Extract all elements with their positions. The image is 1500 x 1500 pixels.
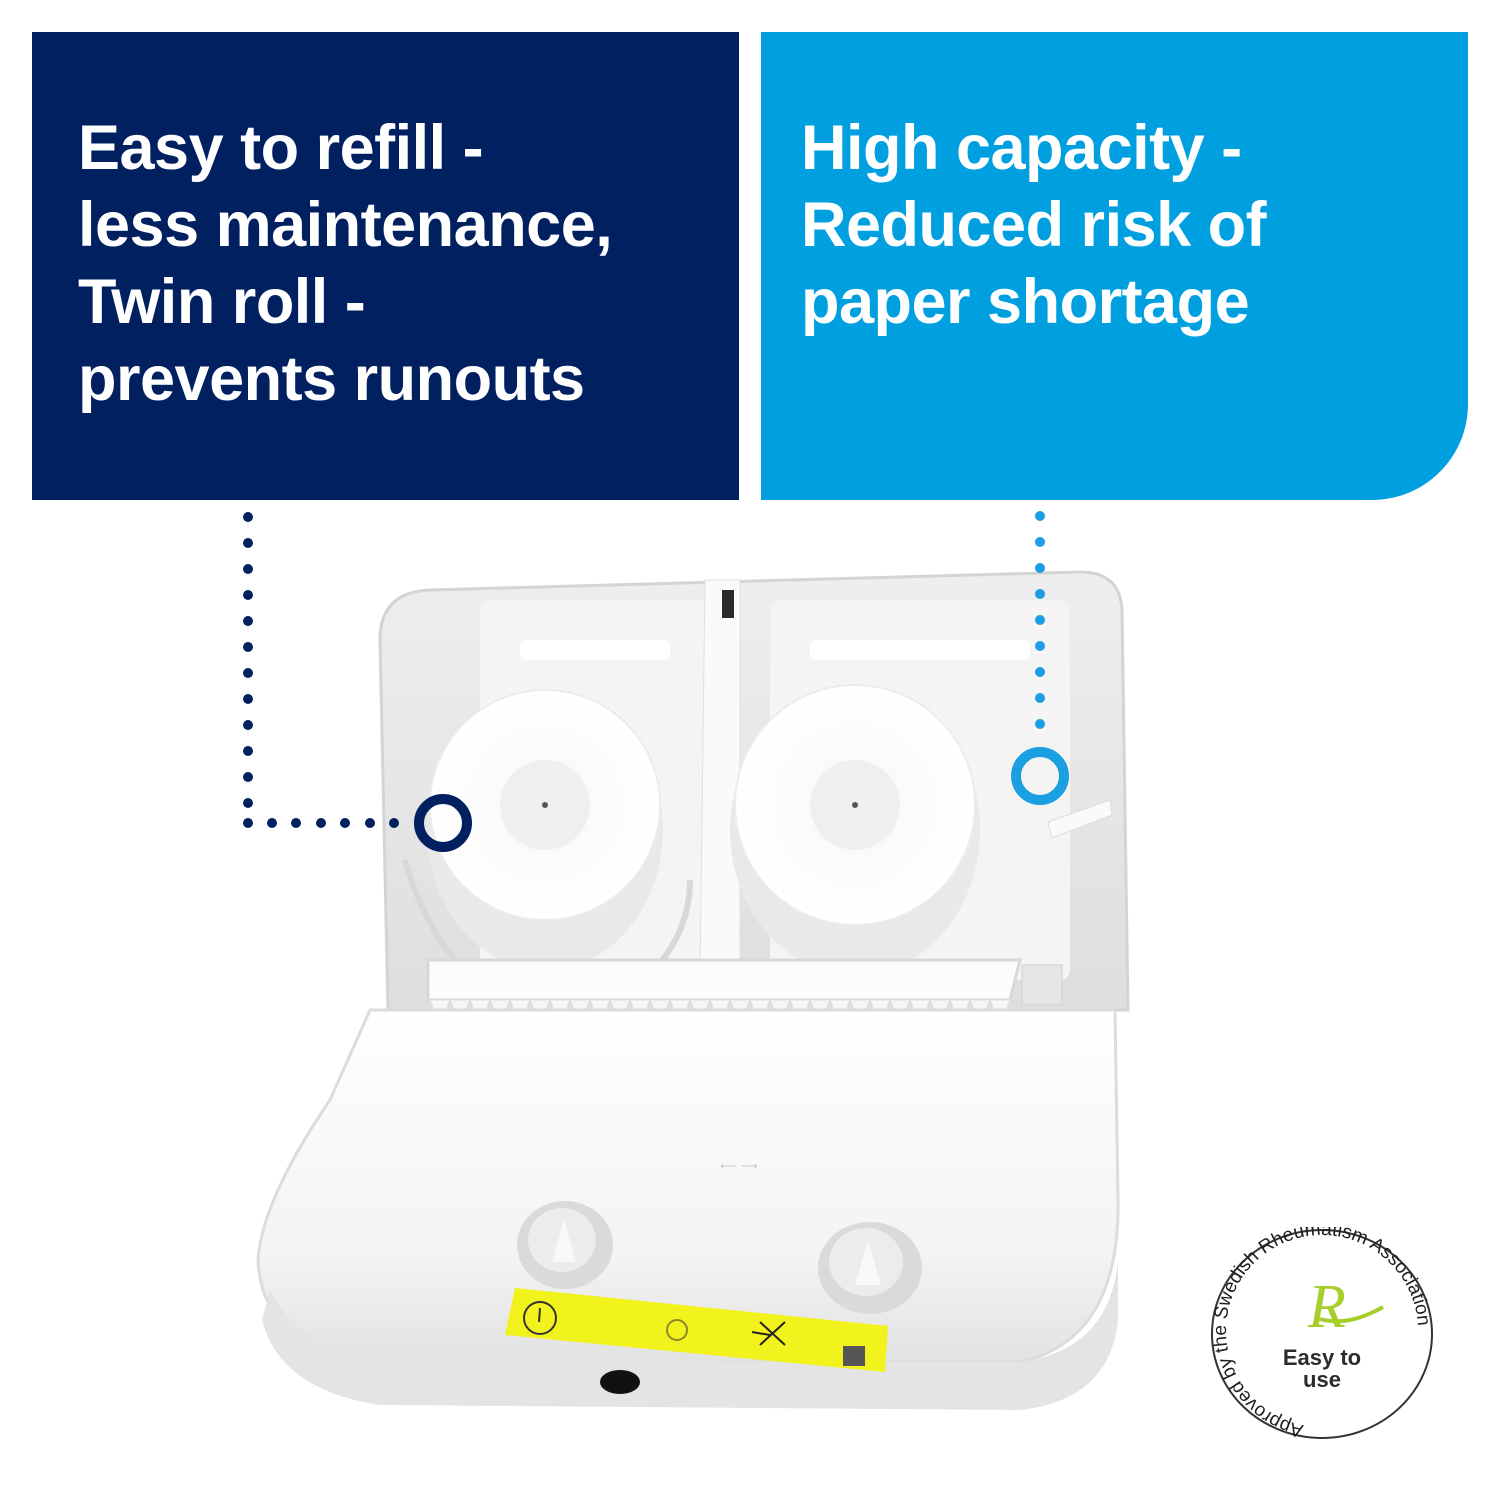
callout-left-leader (243, 512, 399, 828)
ring-marker-icon (1011, 747, 1069, 805)
headline-line: Easy to refill - (78, 113, 484, 183)
badge-center-text: Easy to use (1208, 1347, 1436, 1391)
ring-marker-icon (414, 794, 472, 852)
headline-line: less maintenance, (78, 190, 613, 260)
headline-line: High capacity - (801, 113, 1242, 183)
badge-center-line: Easy to (1282, 1345, 1362, 1370)
knob-right (818, 1222, 922, 1314)
badge-seal-icon: Approved by the Swedish Rheumatism Assoc… (1210, 1219, 1434, 1441)
approval-badge: Approved by the Swedish Rheumatism Assoc… (1208, 1219, 1436, 1441)
paper-roll-left (427, 689, 663, 970)
cutter-bar (426, 958, 1022, 1002)
badge-center-line: use (1303, 1367, 1341, 1392)
paper-roll-right (730, 684, 980, 975)
headline-line: Reduced risk of (801, 190, 1267, 260)
badge-logo-letter: R (1307, 1273, 1346, 1341)
feature-panel-refill: Easy to refill - less maintenance, Twin … (32, 32, 739, 500)
feature-panel-capacity: High capacity - Reduced risk of paper sh… (761, 32, 1468, 500)
svg-text:⟵ ⟶: ⟵ ⟶ (720, 1159, 758, 1173)
knob-left (517, 1201, 613, 1289)
lock-keyhole (600, 1370, 640, 1394)
callout-right-leader (1035, 511, 1045, 729)
headline-line: prevents runouts (78, 344, 585, 414)
instruction-label (505, 1288, 888, 1372)
headline-line: paper shortage (801, 267, 1250, 337)
headline-line: Twin roll - (78, 267, 366, 337)
